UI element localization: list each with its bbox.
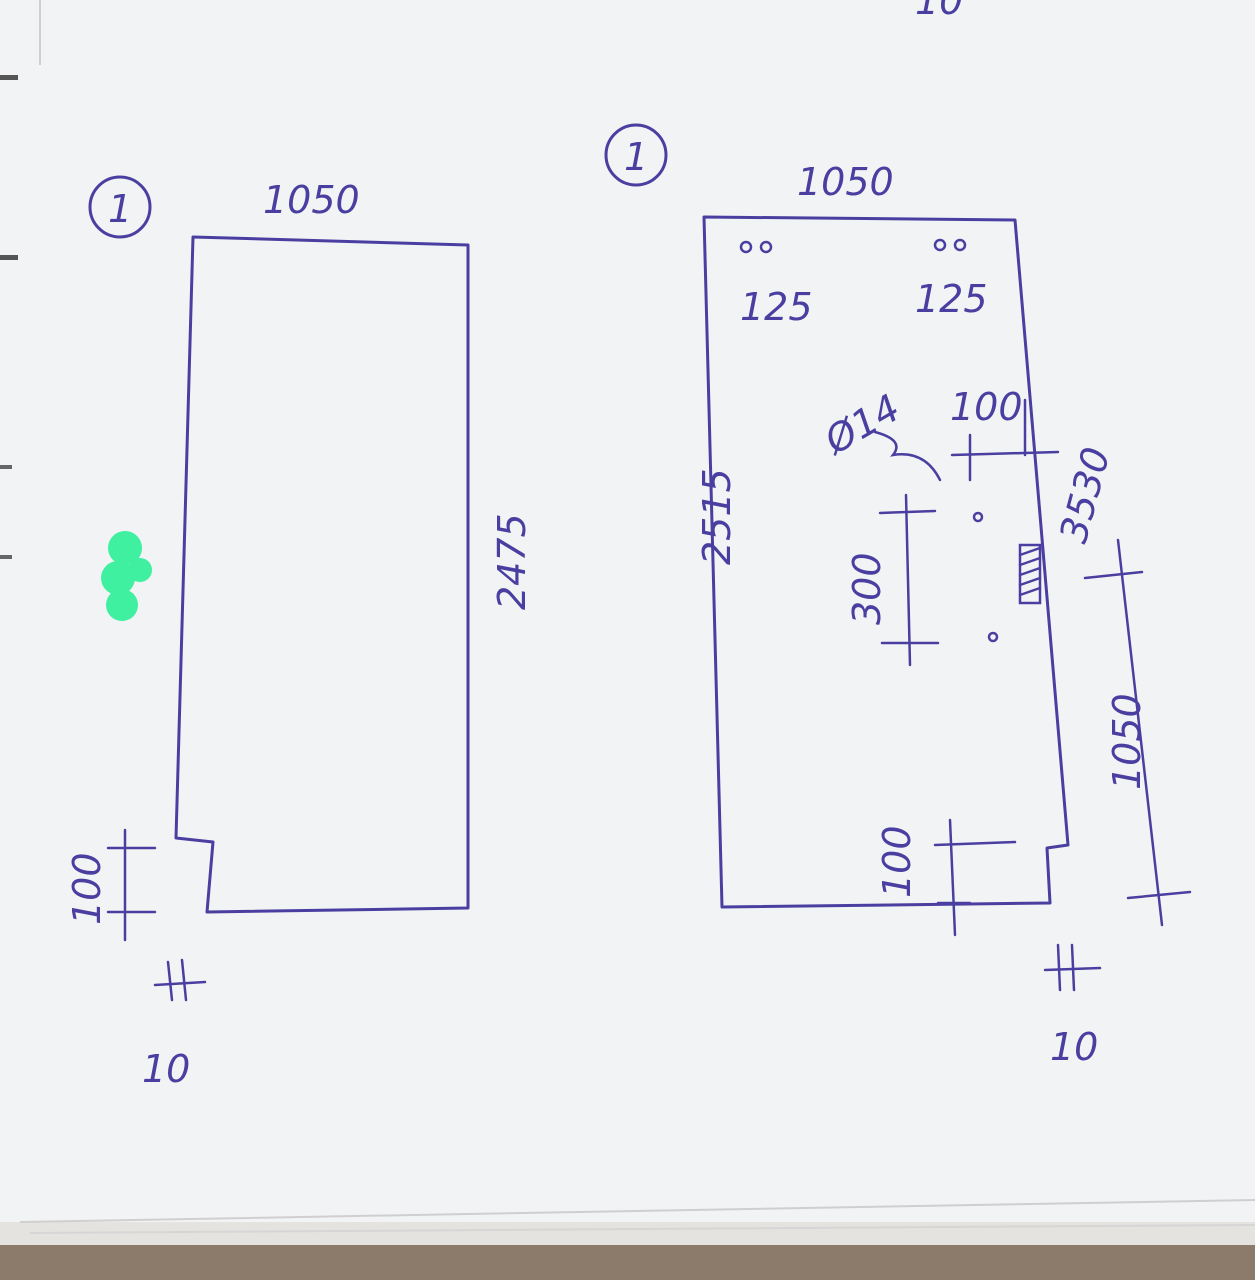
right-notch-label: 100 (875, 825, 919, 898)
lower-span-label: 1050 (1105, 693, 1149, 790)
left-part-outline (174, 235, 470, 914)
paper-edge (19, 1199, 1255, 1223)
right-thickness-line (1056, 943, 1062, 992)
hole-icon (933, 238, 947, 252)
left-thickness-line (180, 958, 188, 1002)
right-part-outline (702, 215, 1070, 909)
hole-leader-line (873, 430, 942, 482)
slot-hole-icon (972, 511, 984, 523)
right-notch-tick (933, 840, 1017, 847)
right-part: 1 1050 125 125 2515 Ø14 100 300 (604, 123, 1192, 1069)
right-notch-dim-line (948, 818, 957, 937)
right-part-marker: 1 (624, 135, 648, 179)
top-fragment-text: 10 (915, 0, 963, 23)
hole-icon (953, 238, 967, 252)
binder-mark (0, 75, 18, 80)
slot-dim-tick (878, 509, 937, 515)
paper-edge-2 (29, 1224, 1255, 1234)
slot-dim-line (904, 493, 912, 667)
left-thickness-label: 10 (142, 1047, 190, 1091)
left-notch-label: 100 (65, 852, 109, 925)
right-height-label: 2515 (695, 468, 739, 565)
binder-mark (0, 465, 12, 469)
slot-hole-icon (987, 631, 999, 643)
paper-top-sheet (0, 0, 1255, 1222)
binder-mark (0, 255, 18, 260)
highlighter-mark (101, 531, 152, 621)
hardware-block-icon (1018, 543, 1042, 605)
left-thickness-tick (153, 980, 207, 987)
hole-icon (759, 240, 773, 254)
right-thickness-tick (1043, 966, 1102, 972)
left-part-marker-circle (88, 175, 152, 239)
hole-icon (739, 240, 753, 254)
left-width-label: 1050 (263, 178, 360, 222)
hole-spacing-right: 125 (915, 277, 988, 321)
binder-mark (0, 555, 12, 559)
right-thickness-label: 10 (1050, 1025, 1098, 1069)
right-width-label: 1050 (797, 160, 894, 204)
edge-offset-label: 100 (950, 385, 1023, 429)
left-part-marker: 1 (108, 187, 132, 231)
slot-length-label: 300 (845, 552, 889, 625)
right-part-marker-circle (604, 123, 668, 187)
lower-span-dim-line (1116, 538, 1164, 927)
lower-span-tick (1083, 570, 1144, 580)
right-thickness-line (1070, 943, 1076, 992)
left-part: 1 1050 2475 100 10 (65, 175, 534, 1091)
lower-span-tick (1126, 890, 1192, 900)
left-height-label: 2475 (490, 513, 534, 610)
hole-spacing-left: 125 (740, 285, 813, 329)
left-thickness-line (166, 960, 174, 1002)
